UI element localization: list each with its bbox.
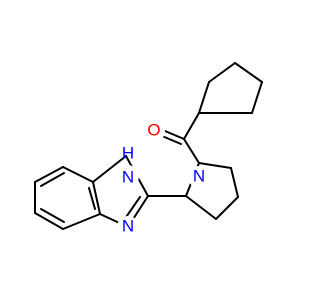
bond [62, 213, 101, 230]
bond [198, 162, 232, 169]
atom-label-layer: O N N H N [117, 120, 210, 238]
bond [92, 155, 127, 183]
bond [183, 112, 200, 140]
bond [234, 62, 263, 83]
bond [251, 81, 263, 114]
double-bond-line [164, 130, 185, 140]
bond [215, 196, 239, 220]
aromatic-double-bond-line [40, 208, 65, 223]
imidazole-hydrogen-label: H [122, 143, 134, 162]
oxygen-label-mask [143, 120, 165, 142]
bond [62, 166, 94, 183]
imidazole-nh-nitrogen-label: N [122, 167, 134, 186]
bond [198, 81, 210, 114]
bond-layer [34, 62, 263, 230]
bond [34, 166, 64, 183]
imidazole-nh-label-mask [117, 165, 139, 187]
bond [34, 212, 64, 230]
amide-nitrogen-label-mask [188, 166, 210, 188]
oxygen-atom-label: O [147, 120, 160, 139]
molecule-structure: O N N H N [34, 62, 263, 238]
imidazole-n-nitrogen-label: N [122, 216, 134, 235]
bond [208, 62, 236, 83]
bond [185, 195, 217, 220]
aromatic-double-bond-line [40, 172, 65, 187]
double-bond-line [161, 135, 182, 145]
bond [183, 138, 200, 164]
imidazole-n-label-mask [117, 216, 139, 238]
aromatic-double-bond-line [88, 187, 96, 210]
bond [230, 167, 239, 198]
amide-nitrogen-atom-label: N [193, 166, 205, 185]
bond [92, 181, 101, 215]
